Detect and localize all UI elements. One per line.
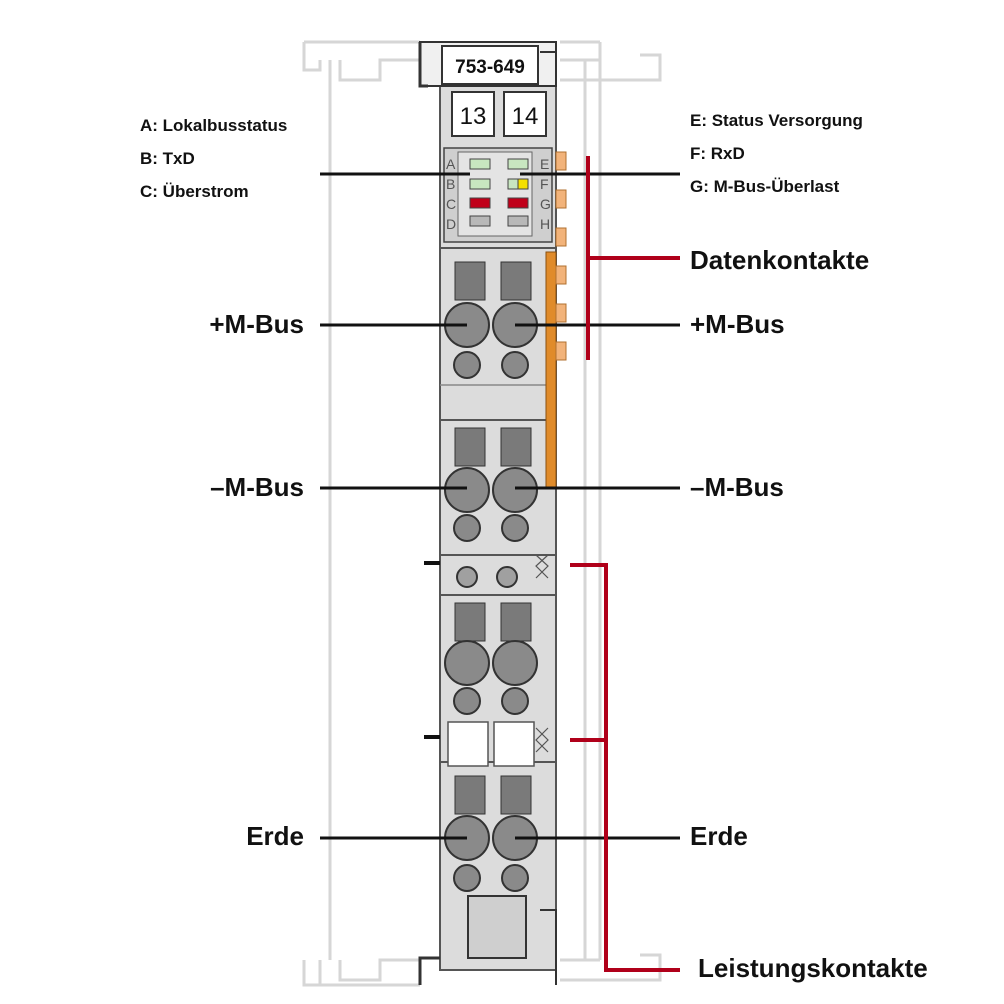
label-plus-m-bus-right: +M-Bus (690, 309, 785, 339)
led-letter-a: A (446, 156, 456, 172)
wire-entry (492, 467, 538, 513)
led-c (469, 197, 491, 209)
led-f-yellow (517, 178, 529, 190)
connector-number-14: 14 (512, 103, 539, 130)
module-texts: 753-649 13 14 A B C D E F G H (446, 57, 551, 232)
legend-b: B: TxD (140, 149, 195, 168)
label-minus-m-bus-left: –M-Bus (210, 472, 304, 502)
wire-entry (444, 640, 490, 686)
led-letter-f: F (540, 176, 549, 192)
led-f (507, 178, 519, 190)
led-letter-c: C (446, 196, 456, 212)
label-erde-right: Erde (690, 821, 748, 851)
led-letter-e: E (540, 156, 549, 172)
test-opening (501, 514, 529, 542)
label-leistungskontakte: Leistungskontakte (698, 953, 928, 983)
test-opening (453, 864, 481, 892)
test-opening (501, 351, 529, 379)
release-button (500, 427, 532, 467)
led-a (469, 158, 491, 170)
wire-entry (444, 467, 490, 513)
brackets (570, 156, 680, 972)
led-letter-d: D (446, 216, 456, 232)
label-plus-m-bus-left: +M-Bus (209, 309, 304, 339)
legend-e: E: Status Versorgung (690, 111, 863, 130)
small-contact (456, 566, 478, 588)
test-opening (453, 351, 481, 379)
led-b (469, 178, 491, 190)
release-button (454, 775, 486, 815)
label-erde-left: Erde (246, 821, 304, 851)
label-minus-m-bus-right: –M-Bus (690, 472, 784, 502)
release-button (454, 602, 486, 642)
led-g (507, 197, 529, 209)
bracket-leistungskontakte (570, 563, 680, 972)
legend-a: A: Lokalbusstatus (140, 116, 288, 135)
led-e (507, 158, 529, 170)
bracket-datenkontakte (586, 156, 680, 360)
wire-entry (492, 640, 538, 686)
release-button (500, 602, 532, 642)
release-button (500, 775, 532, 815)
test-opening (453, 687, 481, 715)
din-rail-outline (302, 40, 662, 987)
led-indicators (469, 158, 529, 227)
led-letter-b: B (446, 176, 455, 192)
led-d (469, 215, 491, 227)
led-letter-g: G (540, 196, 551, 212)
release-button (454, 261, 486, 301)
led-h (507, 215, 529, 227)
release-button (500, 261, 532, 301)
legend-g: G: M-Bus-Überlast (690, 177, 840, 196)
legend-f: F: RxD (690, 144, 745, 163)
part-number: 753-649 (455, 57, 525, 78)
test-opening (501, 864, 529, 892)
connector-number-13: 13 (460, 103, 487, 130)
label-datenkontakte: Datenkontakte (690, 245, 870, 275)
terminal-blocks (444, 261, 538, 892)
legend-c: C: Überstrom (140, 182, 249, 201)
leader-lines (320, 172, 680, 840)
led-letter-h: H (540, 216, 550, 232)
test-opening (501, 687, 529, 715)
small-contact (496, 566, 518, 588)
test-opening (453, 514, 481, 542)
data-contacts (545, 151, 567, 488)
release-button (454, 427, 486, 467)
